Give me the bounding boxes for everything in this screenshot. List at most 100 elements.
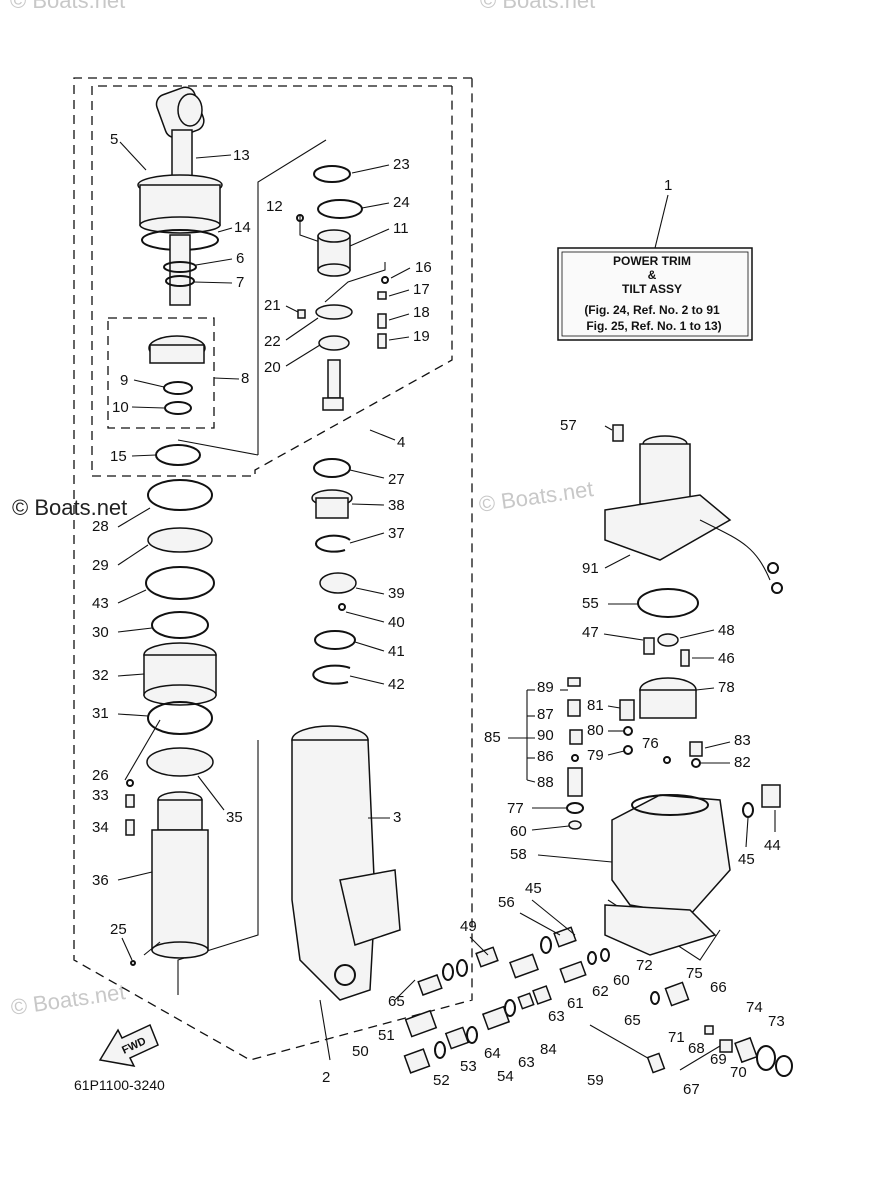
callout-89: 89 <box>537 679 554 696</box>
callout-5: 5 <box>110 131 118 148</box>
callout-79: 79 <box>587 747 604 764</box>
callout-85: 85 <box>484 729 501 746</box>
callout-59: 59 <box>587 1072 604 1089</box>
callout-15: 15 <box>110 448 127 465</box>
callout-82: 82 <box>734 754 751 771</box>
callout-39: 39 <box>388 585 405 602</box>
callout-4: 4 <box>397 434 405 451</box>
parts-middle-column <box>291 165 401 1001</box>
callout-78: 78 <box>718 679 735 696</box>
watermark-top-left: © Boats.net <box>10 0 125 13</box>
outline-assy-2 <box>73 77 473 1061</box>
callout-77: 77 <box>507 800 524 817</box>
callout-44: 44 <box>764 837 781 854</box>
callout-83: 83 <box>734 732 751 749</box>
title-line-4: (Fig. 24, Ref. No. 2 to 91 <box>584 303 720 317</box>
assembly-outlines <box>73 77 473 1061</box>
callout-73: 73 <box>768 1013 785 1030</box>
callout-37: 37 <box>388 525 405 542</box>
callout-47: 47 <box>582 624 599 641</box>
fwd-arrow: FWD <box>98 1023 159 1067</box>
title-line-1: POWER TRIM <box>613 254 691 268</box>
callout-2: 2 <box>322 1069 330 1086</box>
callout-58: 58 <box>510 846 527 863</box>
callout-52: 52 <box>433 1072 450 1089</box>
callout-21: 21 <box>264 297 281 314</box>
leaders <box>124 139 731 1071</box>
diagram-code: 61P1100-3240 <box>74 1077 165 1093</box>
callout-43: 43 <box>92 595 109 612</box>
callout-27: 27 <box>388 471 405 488</box>
callout-55: 55 <box>582 595 599 612</box>
title-line-2: & <box>648 268 657 282</box>
callout-19: 19 <box>413 328 430 345</box>
callout-26: 26 <box>92 767 109 784</box>
callout-20: 20 <box>264 359 281 376</box>
callout-91: 91 <box>582 560 599 577</box>
title-box: POWER TRIM & TILT ASSY (Fig. 24, Ref. No… <box>557 247 753 341</box>
callout-33: 33 <box>92 787 109 804</box>
callout-46: 46 <box>718 650 735 667</box>
callout-42: 42 <box>388 676 405 693</box>
callout-34: 34 <box>92 819 109 836</box>
callout-66: 66 <box>710 979 727 996</box>
callout-45a: 45 <box>738 851 755 868</box>
callout-63b: 63 <box>518 1054 535 1071</box>
callout-35: 35 <box>226 809 243 826</box>
parts-right <box>566 424 783 956</box>
callout-45b: 45 <box>525 880 542 897</box>
callout-67: 67 <box>683 1081 700 1098</box>
callout-50: 50 <box>352 1043 369 1060</box>
callout-3: 3 <box>393 809 401 826</box>
callouts: 1 2 3 4 5 6 7 8 9 10 11 12 13 14 15 16 1… <box>92 131 785 1098</box>
callout-29: 29 <box>92 557 109 574</box>
callout-80: 80 <box>587 722 604 739</box>
callout-54: 54 <box>497 1068 514 1085</box>
watermark-left: © Boats.net <box>12 495 127 520</box>
callout-60b: 60 <box>613 972 630 989</box>
parts-left-column <box>125 86 223 966</box>
parts-bottom <box>403 926 793 1077</box>
callout-74: 74 <box>746 999 763 1016</box>
callout-51: 51 <box>378 1027 395 1044</box>
callout-72: 72 <box>636 957 653 974</box>
callout-1: 1 <box>664 177 672 194</box>
callout-18: 18 <box>413 304 430 321</box>
callout-62: 62 <box>592 983 609 1000</box>
callout-65a: 65 <box>388 993 405 1010</box>
callout-12: 12 <box>266 198 283 215</box>
callout-69: 69 <box>710 1051 727 1068</box>
callout-75: 75 <box>686 965 703 982</box>
callout-16: 16 <box>415 259 432 276</box>
callout-17: 17 <box>413 281 430 298</box>
callout-60a: 60 <box>510 823 527 840</box>
callout-64: 64 <box>484 1045 501 1062</box>
callout-56: 56 <box>498 894 515 911</box>
callout-81: 81 <box>587 697 604 714</box>
title-line-5: Fig. 25, Ref. No. 1 to 13) <box>586 319 721 333</box>
callout-8: 8 <box>241 370 249 387</box>
callout-leaders <box>117 141 776 961</box>
callout-30: 30 <box>92 624 109 641</box>
callout-70: 70 <box>730 1064 747 1081</box>
outline-assy-8 <box>107 317 215 429</box>
callout-49: 49 <box>460 918 477 935</box>
callout-86: 86 <box>537 748 554 765</box>
callout-32: 32 <box>92 667 109 684</box>
callout-61: 61 <box>567 995 584 1012</box>
callout-53: 53 <box>460 1058 477 1075</box>
callout-11: 11 <box>393 220 409 237</box>
callout-14: 14 <box>234 219 251 236</box>
callout-22: 22 <box>264 333 281 350</box>
watermark-center-right: © Boats.net <box>477 476 595 517</box>
callout-6: 6 <box>236 250 244 267</box>
callout-84: 84 <box>540 1041 557 1058</box>
callout-24: 24 <box>393 194 410 211</box>
callout-10: 10 <box>112 399 129 416</box>
callout-36: 36 <box>92 872 109 889</box>
callout-13: 13 <box>233 147 250 164</box>
callout-88: 88 <box>537 774 554 791</box>
callout-23: 23 <box>393 156 410 173</box>
title-line-3: TILT ASSY <box>622 282 682 296</box>
